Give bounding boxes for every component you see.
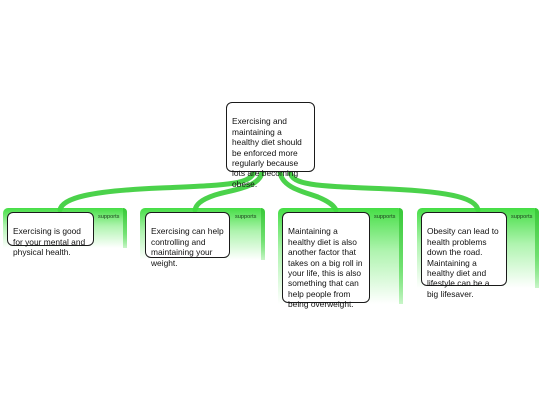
relation-label-1: supports (98, 214, 120, 220)
connector-4 (287, 169, 481, 213)
child-claim-box-2[interactable]: Exercising can help controlling and main… (145, 212, 230, 268)
connector-2 (192, 169, 265, 213)
connector-3 (277, 169, 339, 213)
root-claim-text: Exercising and maintaining a healthy die… (232, 116, 302, 189)
child-claim-text-1: Exercising is good for your mental and p… (13, 226, 86, 258)
support-panel-edge (535, 208, 539, 288)
support-panel-edge (261, 208, 265, 260)
connector-1 (57, 169, 257, 213)
child-claim-box-1[interactable]: Exercising is good for your mental and p… (7, 212, 94, 257)
relation-label-4: supports (511, 214, 533, 220)
support-panel-edge (399, 208, 403, 304)
child-claim-text-3: Maintaining a healthy diet is also anoth… (288, 226, 363, 310)
root-claim-box[interactable]: Exercising and maintaining a healthy die… (226, 102, 315, 189)
relation-label-2: supports (235, 214, 257, 220)
relation-label-3: supports (374, 214, 396, 220)
child-claim-box-3[interactable]: Maintaining a healthy diet is also anoth… (282, 212, 370, 309)
support-panel-edge (123, 208, 127, 248)
child-claim-box-4[interactable]: Obesity can lead to health problems down… (421, 212, 507, 299)
child-claim-text-4: Obesity can lead to health problems down… (427, 226, 499, 299)
child-claim-text-2: Exercising can help controlling and main… (151, 226, 224, 268)
